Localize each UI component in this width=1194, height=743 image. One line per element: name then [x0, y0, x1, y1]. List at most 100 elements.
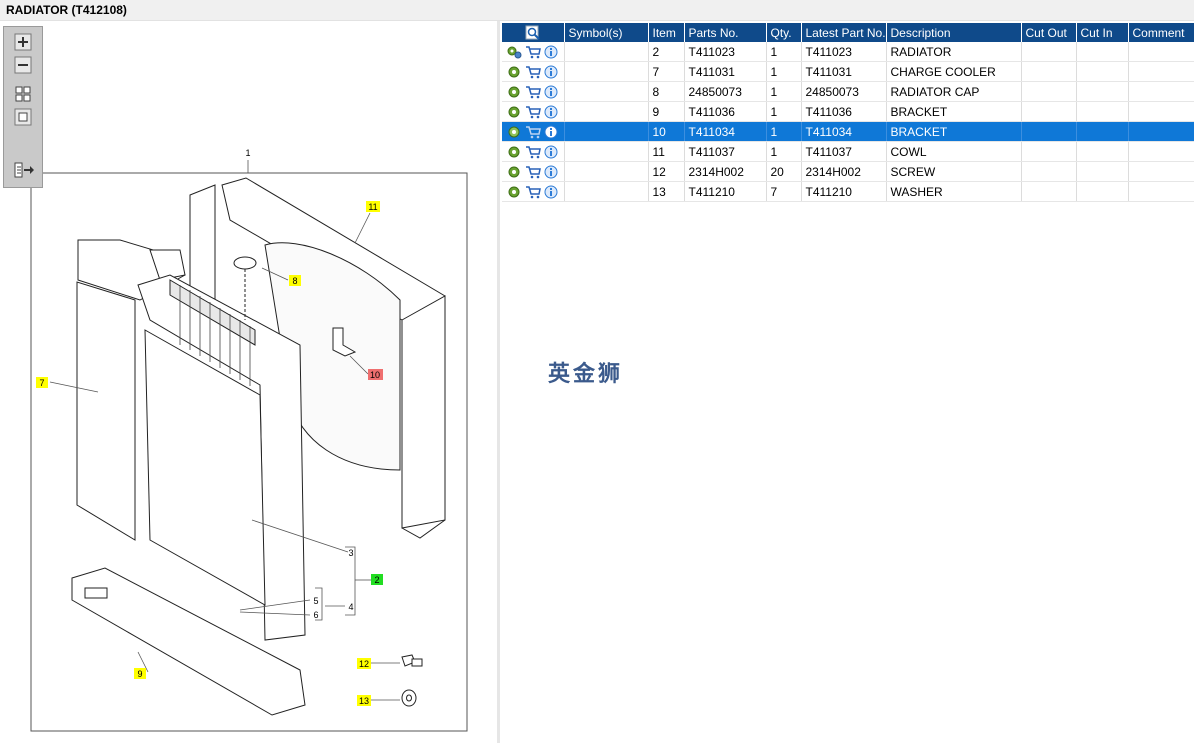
gear-icon[interactable] — [506, 85, 522, 99]
col-cut-in[interactable]: Cut In — [1076, 23, 1129, 42]
col-description[interactable]: Description — [886, 23, 1022, 42]
info-icon[interactable] — [544, 125, 558, 139]
cell-qty: 1 — [766, 141, 802, 162]
cell-symbol — [564, 181, 649, 202]
exploded-diagram: 1 11 8 10 7 3 2 5 4 6 9 12 13 — [30, 148, 468, 732]
info-icon[interactable] — [544, 45, 558, 59]
cell-cutout — [1021, 141, 1077, 162]
callout-8[interactable]: 8 — [292, 276, 297, 286]
cell-part: T411034 — [684, 121, 767, 142]
col-item[interactable]: Item — [648, 23, 685, 42]
callout-12[interactable]: 12 — [359, 659, 369, 669]
cell-symbol — [564, 61, 649, 82]
info-icon[interactable] — [544, 105, 558, 119]
cell-part: T411210 — [684, 181, 767, 202]
info-icon[interactable] — [544, 65, 558, 79]
col-comment[interactable]: Comment — [1128, 23, 1194, 42]
cart-icon[interactable] — [525, 165, 541, 179]
cell-latest: T411210 — [801, 181, 887, 202]
cell-cutout — [1021, 42, 1077, 62]
callout-2[interactable]: 2 — [374, 575, 379, 585]
drawing-pane[interactable]: 1 11 8 10 7 3 2 5 4 6 9 12 13 — [0, 21, 497, 743]
col-qty[interactable]: Qty. — [766, 23, 802, 42]
table-row[interactable]: 2 T411023 1 T411023 RADIATOR — [502, 42, 1194, 62]
cell-desc: BRACKET — [886, 121, 1022, 142]
cart-icon[interactable] — [525, 105, 541, 119]
gear-icon[interactable] — [506, 105, 522, 119]
parts-list-pane: Symbol(s) Item Parts No. Qty. Latest Par… — [500, 21, 1194, 743]
parts-table: Symbol(s) Item Parts No. Qty. Latest Par… — [502, 23, 1194, 202]
cell-cutin — [1076, 161, 1129, 182]
cell-cutin — [1076, 101, 1129, 122]
col-latest-part[interactable]: Latest Part No. — [801, 23, 887, 42]
table-header: Symbol(s) Item Parts No. Qty. Latest Par… — [502, 23, 1194, 42]
cell-cutout — [1021, 161, 1077, 182]
cell-part: 24850073 — [684, 81, 767, 102]
cell-item: 12 — [648, 161, 685, 182]
cart-icon[interactable] — [525, 45, 541, 59]
callout-4: 4 — [348, 602, 353, 612]
cell-symbol — [564, 81, 649, 102]
cell-desc: WASHER — [886, 181, 1022, 202]
col-search[interactable] — [502, 23, 565, 42]
table-row[interactable]: 11 T411037 1 T411037 COWL — [502, 141, 1194, 162]
col-symbols[interactable]: Symbol(s) — [564, 23, 649, 42]
table-row[interactable]: 9 T411036 1 T411036 BRACKET — [502, 101, 1194, 122]
cell-part: T411023 — [684, 42, 767, 62]
cell-comment — [1128, 61, 1194, 82]
actual-size-icon[interactable] — [13, 108, 33, 126]
cell-item: 9 — [648, 101, 685, 122]
cell-comment — [1128, 121, 1194, 142]
callout-6: 6 — [313, 610, 318, 620]
table-row[interactable]: 8 24850073 1 24850073 RADIATOR CAP — [502, 81, 1194, 102]
cart-icon[interactable] — [525, 125, 541, 139]
info-icon[interactable] — [544, 85, 558, 99]
search-preview-icon — [525, 25, 540, 40]
callout-13[interactable]: 13 — [359, 696, 369, 706]
gear-icon[interactable] — [506, 45, 522, 59]
cell-latest: T411036 — [801, 101, 887, 122]
cell-part: 2314H002 — [684, 161, 767, 182]
gear-icon[interactable] — [506, 165, 522, 179]
info-icon[interactable] — [544, 165, 558, 179]
export-icon[interactable] — [13, 161, 34, 179]
col-parts-no[interactable]: Parts No. — [684, 23, 767, 42]
cell-cutout — [1021, 121, 1077, 142]
watermark: 英金狮 — [548, 362, 624, 387]
cart-icon[interactable] — [525, 185, 541, 199]
cart-icon[interactable] — [525, 145, 541, 159]
fit-grid-icon[interactable] — [13, 85, 33, 103]
cell-cutin — [1076, 141, 1129, 162]
cell-item: 11 — [648, 141, 685, 162]
pane-splitter[interactable] — [497, 21, 500, 743]
callout-10[interactable]: 10 — [370, 370, 380, 380]
info-icon[interactable] — [544, 185, 558, 199]
callout-9[interactable]: 9 — [137, 669, 142, 679]
callout-7[interactable]: 7 — [39, 378, 44, 388]
cell-comment — [1128, 101, 1194, 122]
table-row[interactable]: 13 T411210 7 T411210 WASHER — [502, 181, 1194, 202]
cell-comment — [1128, 161, 1194, 182]
table-row[interactable]: 12 2314H002 20 2314H002 SCREW — [502, 161, 1194, 182]
callout-11[interactable]: 11 — [368, 202, 377, 212]
col-cut-out[interactable]: Cut Out — [1021, 23, 1077, 42]
zoom-out-icon[interactable] — [13, 56, 33, 74]
table-row-selected[interactable]: 10 T411034 1 T411034 BRACKET — [502, 121, 1194, 142]
gear-icon[interactable] — [506, 125, 522, 139]
info-icon[interactable] — [544, 145, 558, 159]
cell-cutin — [1076, 181, 1129, 202]
cell-qty: 1 — [766, 42, 802, 62]
cart-icon[interactable] — [525, 65, 541, 79]
gear-icon[interactable] — [506, 65, 522, 79]
cart-icon[interactable] — [525, 85, 541, 99]
cell-desc: RADIATOR — [886, 42, 1022, 62]
gear-icon[interactable] — [506, 185, 522, 199]
table-row[interactable]: 7 T411031 1 T411031 CHARGE COOLER — [502, 61, 1194, 82]
cell-item: 7 — [648, 61, 685, 82]
cell-latest: T411023 — [801, 42, 887, 62]
gear-icon[interactable] — [506, 145, 522, 159]
cell-part: T411037 — [684, 141, 767, 162]
cell-symbol — [564, 141, 649, 162]
cell-qty: 20 — [766, 161, 802, 182]
zoom-in-icon[interactable] — [13, 33, 33, 51]
